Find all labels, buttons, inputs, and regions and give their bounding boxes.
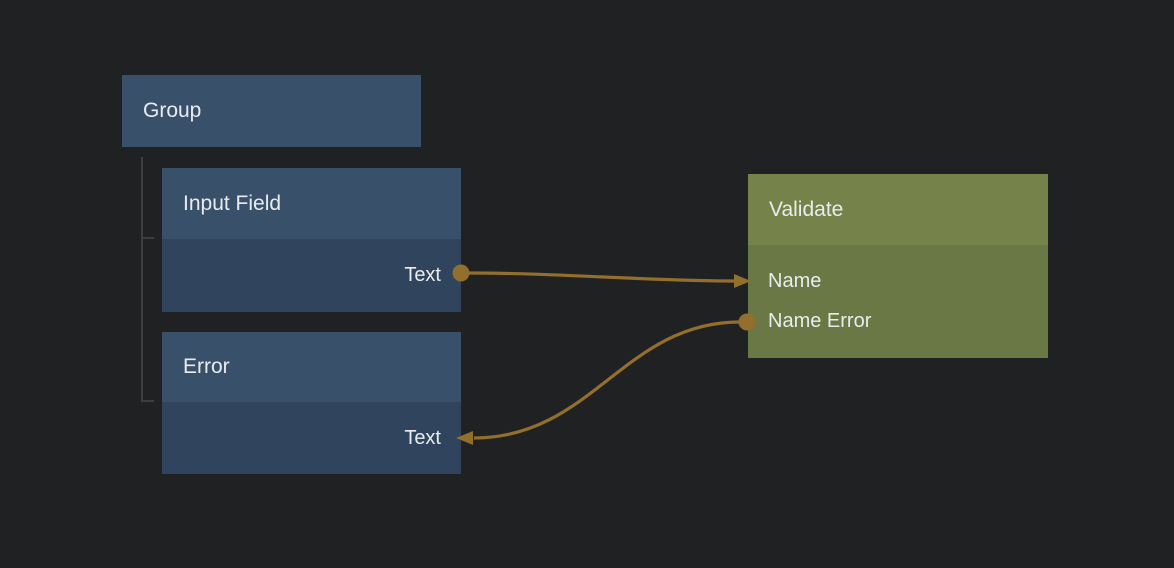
node-group-title: Group <box>143 99 202 122</box>
node-input-field-body: Text <box>162 239 461 312</box>
node-input-field-header: Input Field <box>162 168 461 239</box>
port-label-text: Text <box>404 264 441 286</box>
wire-input-field-text-to-validate-name[interactable] <box>452 264 752 289</box>
node-input-field[interactable]: Input Field Text <box>162 168 461 312</box>
hierarchy-connector-tick-input-field <box>141 237 154 239</box>
hierarchy-connector-vertical <box>141 157 143 402</box>
arrowhead-icon <box>734 274 751 288</box>
hierarchy-connector-tick-error <box>141 400 154 402</box>
wire-path[interactable] <box>473 320 741 440</box>
node-group[interactable]: Group <box>122 75 421 147</box>
node-error[interactable]: Error Text <box>162 332 461 474</box>
node-validate-body: Name Name Error <box>748 245 1048 358</box>
node-group-header: Group <box>122 75 421 147</box>
port-label-name-error: Name Error <box>768 309 872 332</box>
node-error-header: Error <box>162 332 461 402</box>
port-dot-input-field-text[interactable] <box>452 264 470 282</box>
node-validate[interactable]: Validate Name Name Error <box>748 174 1048 358</box>
node-error-title: Error <box>183 355 230 378</box>
node-validate-title: Validate <box>769 197 844 221</box>
port-row-validate-name-input[interactable]: Name <box>748 261 1048 301</box>
wire-validate-name-error-to-error-text[interactable] <box>456 313 756 446</box>
port-dot-validate-name-error[interactable] <box>738 313 756 331</box>
port-row-validate-name-error-output[interactable]: Name Error <box>748 301 1048 341</box>
node-error-body: Text <box>162 402 461 474</box>
port-label-name: Name <box>768 269 822 292</box>
port-row-error-text-input[interactable]: Text <box>162 402 461 474</box>
node-input-field-title: Input Field <box>183 191 282 215</box>
arrowhead-icon <box>456 431 473 445</box>
node-validate-header: Validate <box>748 174 1048 245</box>
port-row-input-field-text-output[interactable]: Text <box>162 239 461 312</box>
wire-path[interactable] <box>466 271 737 283</box>
port-label-text: Text <box>404 426 441 449</box>
